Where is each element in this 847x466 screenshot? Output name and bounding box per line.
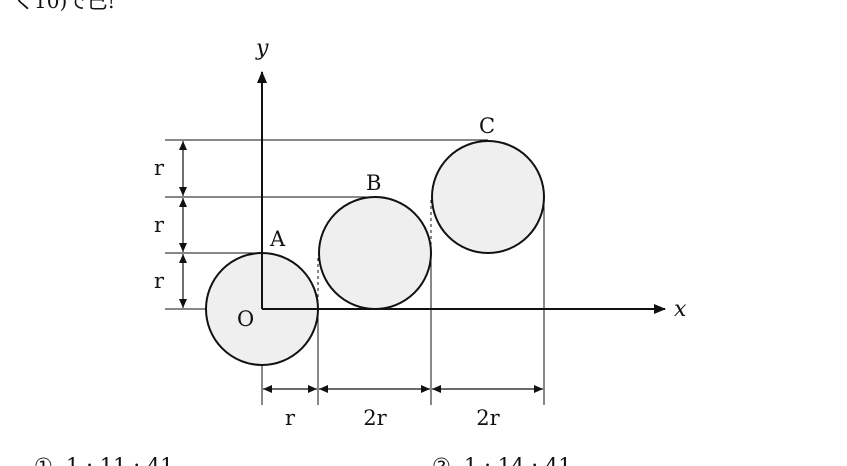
y-axis-label: y (255, 36, 269, 61)
horizontal-dimension-label-2: 2r (363, 406, 387, 430)
answer-option-1-text: 1 : 11 : 41 (66, 454, 174, 466)
circle-label-b: B (366, 171, 381, 195)
circle-label-a: A (269, 227, 286, 251)
vertical-dimension-label-1: r (154, 156, 165, 180)
vertical-dimension-label-2: r (154, 213, 165, 237)
origin-label: O (237, 307, 254, 331)
x-axis-label: x (674, 297, 687, 322)
circle-label-c: C (479, 114, 495, 138)
answer-option-2-marker: ② (432, 454, 451, 466)
vertical-dimension-label-3: r (154, 269, 165, 293)
answer-option-2-text: 1 : 14 : 41 (464, 454, 572, 466)
horizontal-dimension-label-1: r (285, 406, 296, 430)
horizontal-dimension-label-3: 2r (476, 406, 500, 430)
top-text-fragment: く10)で己! (14, 0, 115, 13)
answer-option-1-marker: ① (34, 454, 53, 466)
circle-c (431, 140, 545, 254)
circle-b (318, 196, 432, 310)
